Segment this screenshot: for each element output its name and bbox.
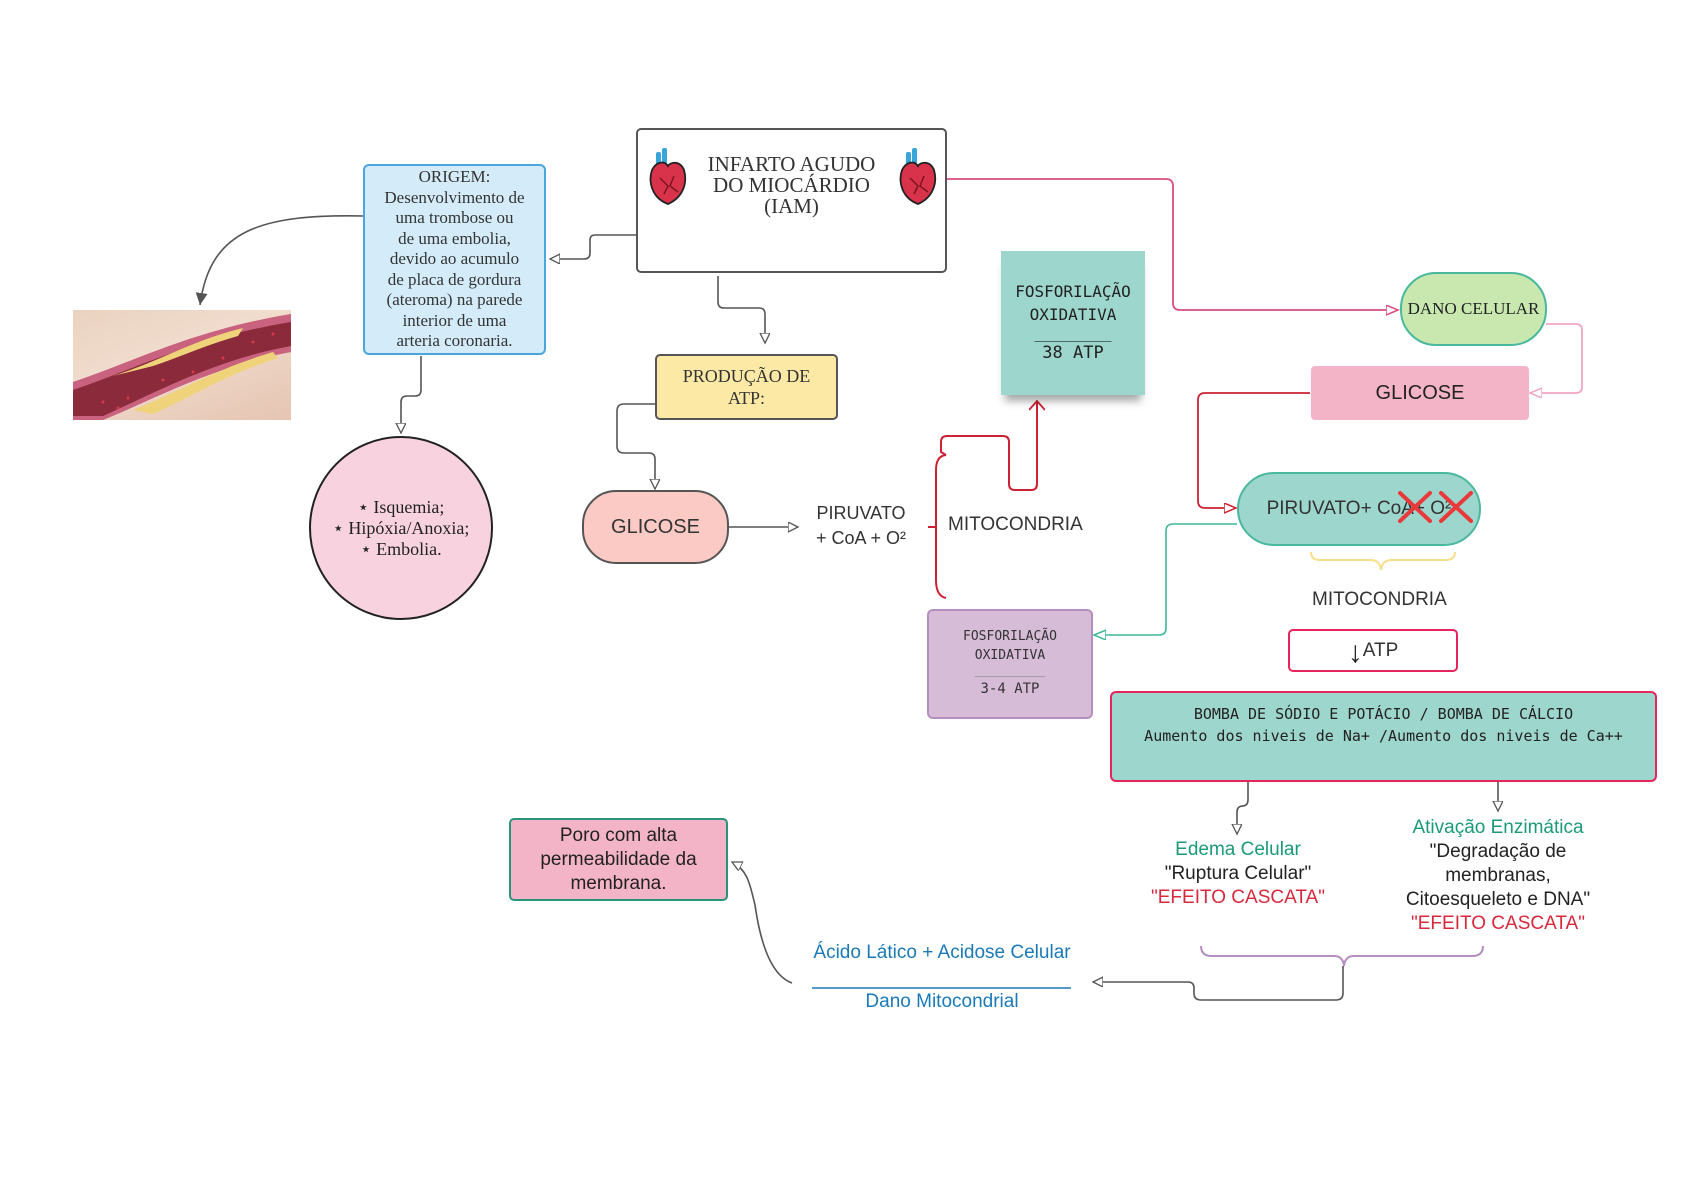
heart-anatomy-icon [648,148,688,206]
connector-producao-glicose [616,403,655,489]
symptom-item: ⋆ Hipóxia/Anoxia; [332,517,470,538]
symptoms-circle[interactable]: ⋆ Isquemia; ⋆ Hipóxia/Anoxia; ⋆ Embolia. [309,436,493,620]
fosforilacao-34-divider: _________ [974,663,1046,678]
fosforilacao-38atp-card[interactable]: FOSFORILAÇÃO OXIDATIVA ________ 38 ATP [1001,251,1145,395]
crossed-out-coa-icon [1397,490,1433,524]
ativacao-title: Ativação Enzimática [1412,817,1584,838]
fosforilacao-38-title: FOSFORILAÇÃO OXIDATIVA [1015,282,1131,324]
fosforilacao-34-value: 3-4 ATP [980,681,1040,697]
effects-brace [1200,945,1484,967]
fosforilacao-34atp-card[interactable]: FOSFORILAÇÃO OXIDATIVA _________ 3-4 ATP [927,609,1093,719]
glicose-left-text: GLICOSE [611,515,700,538]
iam-title-text: INFARTO AGUDO DO MIOCÁRDIO (IAM) [707,152,876,218]
fosforilacao-38-divider: ________ [1034,323,1112,342]
symptom-item: ⋆ Isquemia; [357,496,445,517]
iam-title-box[interactable]: INFARTO AGUDO DO MIOCÁRDIO (IAM) [636,128,947,273]
connector-iam-origem [550,234,637,259]
dano-celular-text: DANO CELULAR [1407,299,1540,318]
symptom-item: ⋆ Embolia. [360,538,442,559]
connector-bomba-edema [1237,782,1249,834]
producao-text: PRODUÇÃO DE ATP: [682,366,811,408]
arrow-down-icon: ↓ [1347,635,1363,669]
fosforilacao-38-value: 38 ATP [1042,343,1104,363]
fosforilacao-34-title: FOSFORILAÇÃO OXIDATIVA [963,629,1057,663]
ativacao-block: Ativação Enzimática "Degradação de membr… [1378,816,1618,936]
ativacao-effect: "EFEITO CASCATA" [1411,913,1585,934]
origem-box[interactable]: ORIGEM: Desenvolvimento de uma trombose … [363,164,546,355]
dano-celular-node[interactable]: DANO CELULAR [1400,272,1547,346]
mitocondria-brace-right [1310,551,1456,571]
crossed-out-o2-icon [1438,490,1474,524]
connector-acido-poro [732,861,793,984]
connector-piruvato-fosf34 [1094,523,1237,635]
connector-iam-producao [717,276,765,343]
poro-text: Poro com alta permeabilidade da membrana… [540,824,697,894]
artery-plaque-image [73,310,291,420]
glicose-left-node[interactable]: GLICOSE [582,490,729,564]
poro-box[interactable]: Poro com alta permeabilidade da membrana… [509,818,728,901]
connector-effects-acido [1093,966,1344,1001]
glicose-right-text: GLICOSE [1375,381,1465,404]
atp-decrease-box[interactable]: ↓ ATP [1288,629,1458,672]
connector-origem-circle [401,356,422,433]
edema-block: Edema Celular "Ruptura Celular" "EFEITO … [1136,838,1340,910]
connector-origem-artery [195,215,365,306]
atp-text: ATP [1362,639,1399,661]
mitocondria-brace-left [928,454,947,599]
bomba-line2: Aumento dos niveis de Na+ /Aumento dos n… [1144,727,1623,745]
mitocondria-left-label: MITOCONDRIA [948,514,1083,535]
edema-body: "Ruptura Celular" [1164,863,1312,884]
connector-dano-glicose [1530,323,1583,393]
heart-anatomy-icon [898,148,938,206]
ativacao-body: "Degradação de membranas, Citoesqueleto … [1405,841,1591,910]
bomba-box[interactable]: BOMBA DE SÓDIO E POTÁCIO / BOMBA DE CÁLC… [1110,691,1657,782]
acido-top-label: Ácido Lático + Acidose Celular [813,942,1071,963]
piruvato-left-text: PIRUVATO + CoA + O² [815,503,907,548]
acido-bottom-label: Dano Mitocondrial [865,991,1019,1012]
origem-text: ORIGEM: Desenvolvimento de uma trombose … [384,167,525,351]
edema-title: Edema Celular [1175,839,1301,860]
mitocondria-right-label: MITOCONDRIA [1312,589,1447,610]
glicose-right-box[interactable]: GLICOSE [1311,366,1529,420]
connector-mitocondria-38atp [940,402,1037,491]
edema-effect: "EFEITO CASCATA" [1151,887,1325,908]
producao-atp-box[interactable]: PRODUÇÃO DE ATP: [655,354,838,420]
bomba-line1: BOMBA DE SÓDIO E POTÁCIO / BOMBA DE CÁLC… [1193,705,1574,723]
